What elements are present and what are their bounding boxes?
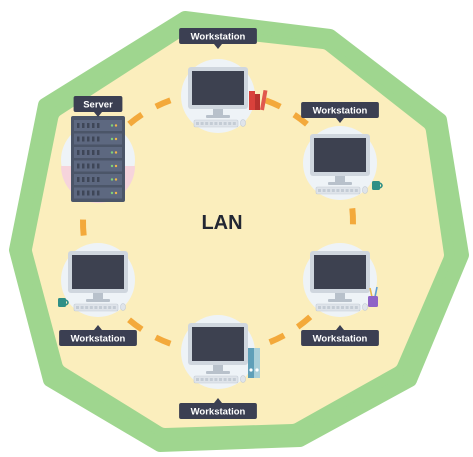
mug-icon bbox=[372, 181, 383, 190]
keyboard-icon bbox=[193, 375, 239, 384]
network-link bbox=[127, 97, 172, 127]
monitor-icon bbox=[310, 251, 370, 302]
network-links bbox=[79, 97, 357, 347]
keyboard-icon bbox=[73, 303, 119, 312]
network-link bbox=[124, 315, 172, 347]
mouse-icon bbox=[362, 303, 368, 311]
keyboard-icon bbox=[193, 119, 239, 128]
node-label: Server bbox=[73, 96, 123, 117]
monitor-icon bbox=[68, 251, 128, 302]
network-link bbox=[264, 314, 313, 347]
svg-text:Workstation: Workstation bbox=[313, 333, 368, 344]
network-link bbox=[349, 207, 357, 236]
keyboard-icon bbox=[315, 303, 361, 312]
workstation-node: Workstation bbox=[301, 102, 383, 200]
workstation-node: Workstation bbox=[301, 243, 379, 346]
node-label: Workstation bbox=[179, 398, 257, 419]
node-label: Workstation bbox=[59, 325, 137, 346]
network-link bbox=[264, 97, 312, 129]
books-icon bbox=[249, 89, 268, 111]
server-node: Server bbox=[61, 96, 135, 203]
network-link bbox=[79, 204, 88, 236]
pencil-cup-icon bbox=[368, 286, 378, 307]
node-label: Workstation bbox=[301, 325, 379, 346]
server-rack-icon bbox=[71, 116, 125, 202]
network-label: LAN bbox=[201, 212, 242, 234]
workstation-node: Workstation bbox=[58, 243, 137, 346]
mouse-icon bbox=[362, 186, 368, 194]
node-label: Workstation bbox=[179, 28, 257, 49]
monitor-icon bbox=[310, 134, 370, 185]
keyboard-icon bbox=[315, 186, 361, 195]
svg-text:Workstation: Workstation bbox=[191, 31, 246, 42]
mouse-icon bbox=[240, 119, 246, 127]
svg-text:Workstation: Workstation bbox=[71, 333, 126, 344]
node-label: Workstation bbox=[301, 102, 379, 123]
mouse-icon bbox=[120, 303, 126, 311]
monitor-icon bbox=[188, 323, 248, 374]
svg-text:Workstation: Workstation bbox=[191, 406, 246, 417]
binders-icon bbox=[248, 348, 260, 378]
svg-text:Server: Server bbox=[83, 99, 113, 110]
mug-icon bbox=[58, 298, 69, 307]
monitor-icon bbox=[188, 67, 248, 118]
workstation-node: Workstation bbox=[179, 315, 260, 419]
svg-text:Workstation: Workstation bbox=[313, 105, 368, 116]
mouse-icon bbox=[240, 375, 246, 383]
workstation-node: Workstation bbox=[179, 28, 268, 133]
